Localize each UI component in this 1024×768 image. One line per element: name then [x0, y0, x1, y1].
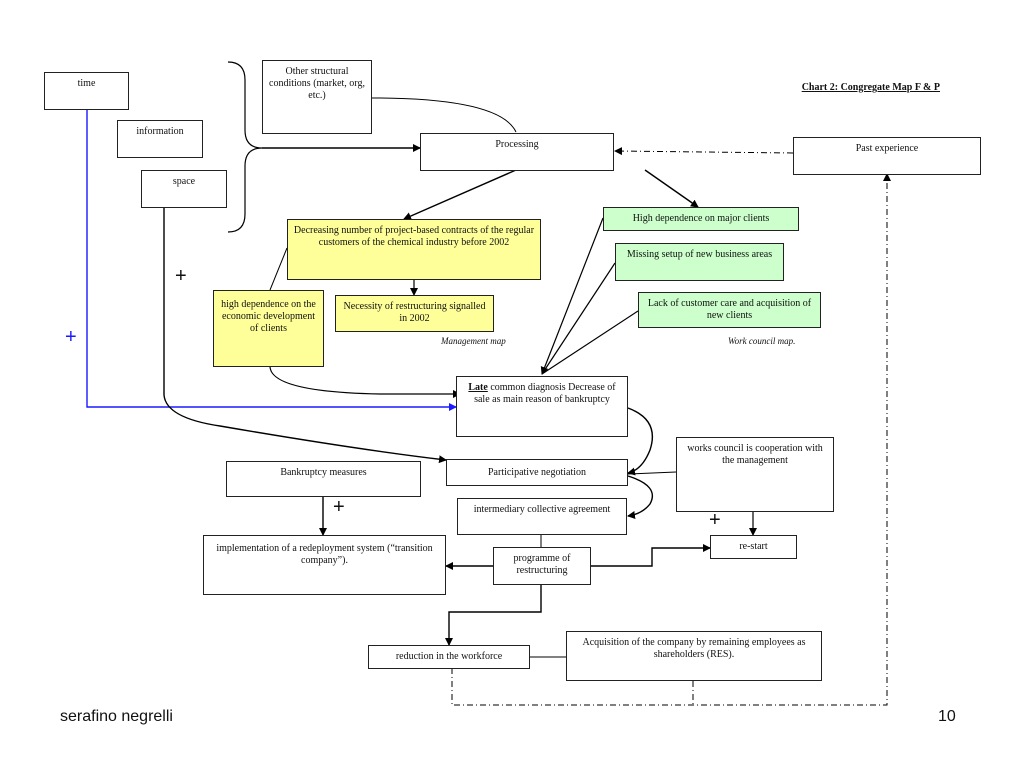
box-high-dependence-economic-label: high dependence on the economic developm…: [221, 299, 316, 334]
box-necessity-restructuring: Necessity of restructuring signalled in …: [335, 295, 494, 332]
box-implementation-label: implementation of a redeployment system …: [216, 543, 433, 566]
arrow-processing-to-decreasing: [403, 169, 517, 220]
box-reduction-workforce-label: reduction in the workforce: [395, 651, 503, 662]
box-missing-setup: Missing setup of new business areas: [615, 243, 784, 281]
box-missing-setup-label: Missing setup of new business areas: [626, 249, 773, 260]
box-participative-negotiation: Participative negotiation: [446, 459, 628, 486]
box-late-diagnosis-emphasis: Late: [468, 382, 488, 393]
box-intermediary-agreement: intermediary collective agreement: [457, 498, 627, 535]
arrow-late-to-participative: [627, 407, 654, 476]
box-works-council-label: works council is cooperation with the ma…: [687, 443, 823, 466]
box-processing-label: Processing: [495, 139, 539, 150]
box-acquisition-company: Acquisition of the company by remaining …: [566, 631, 822, 681]
box-past-experience: Past experience: [793, 137, 981, 175]
note-work-council-map: Work council map.: [728, 336, 796, 346]
box-lack-customer-care: Lack of customer care and acquisition of…: [638, 292, 821, 328]
arrow-past-experience-to-processing: [614, 147, 794, 156]
box-information-label: information: [136, 126, 184, 137]
arrow-economic-to-late-diagnosis: [269, 366, 461, 398]
box-high-dependence-economic: high dependence on the economic developm…: [213, 290, 324, 367]
box-processing: Processing: [420, 133, 614, 171]
line-customer-care-to-late: [541, 310, 639, 375]
plus-sign-restart: +: [709, 509, 721, 531]
box-other-structural: Other structural conditions (market, org…: [262, 60, 372, 134]
box-reduction-workforce: reduction in the workforce: [368, 645, 530, 669]
box-restart-label: re-start: [739, 541, 768, 552]
box-information: information: [117, 120, 203, 158]
line-other-structural-to-processing: [371, 97, 517, 133]
box-decreasing-contracts-label: Decreasing number of project-based contr…: [293, 225, 535, 248]
box-programme-restructuring-label: programme of restructuring: [513, 553, 571, 576]
box-past-experience-label: Past experience: [855, 143, 919, 154]
box-other-structural-label: Other structural conditions (market, org…: [269, 66, 365, 101]
arrow-programme-to-reduction: [445, 585, 542, 646]
footer-author: serafino negrelli: [60, 708, 173, 725]
box-space: space: [141, 170, 227, 208]
line-major-clients-to-late: [540, 217, 604, 375]
footer-page-number: 10: [938, 708, 956, 725]
arrow-processing-to-high-dependence-major: [644, 169, 699, 208]
box-high-dependence-major-label: High dependence on major clients: [632, 213, 770, 224]
plus-sign-space: +: [175, 265, 187, 287]
box-late-diagnosis-label: common diagnosis Decrease of sale as mai…: [474, 382, 616, 405]
box-restart: re-start: [710, 535, 797, 559]
box-programme-restructuring: programme of restructuring: [493, 547, 591, 585]
box-implementation: implementation of a redeployment system …: [203, 535, 446, 595]
box-decreasing-contracts: Decreasing number of project-based contr…: [287, 219, 541, 280]
arrow-space-to-participative: [163, 208, 447, 464]
dashdot-feedback-to-past-experience: [451, 173, 891, 706]
blue-connector-time-to-late: [86, 110, 457, 411]
note-management-map: Management map: [441, 336, 506, 346]
box-intermediary-agreement-label: intermediary collective agreement: [473, 504, 611, 515]
box-bankruptcy-measures: Bankruptcy measures: [226, 461, 421, 497]
box-late-diagnosis: Late common diagnosis Decrease of sale a…: [456, 376, 628, 437]
grouping-brace: [227, 61, 263, 233]
plus-sign-bankruptcy: +: [333, 496, 345, 518]
arrow-participative-to-intermediary: [627, 475, 654, 519]
box-works-council: works council is cooperation with the ma…: [676, 437, 834, 512]
line-works-council-to-participative: [627, 471, 677, 475]
box-time: time: [44, 72, 129, 110]
box-necessity-restructuring-label: Necessity of restructuring signalled in …: [343, 301, 486, 324]
box-participative-negotiation-label: Participative negotiation: [487, 467, 587, 478]
box-time-label: time: [77, 78, 96, 89]
chart-title: Chart 2: Congregate Map F & P: [801, 82, 940, 93]
box-acquisition-company-label: Acquisition of the company by remaining …: [582, 637, 806, 660]
box-space-label: space: [172, 176, 196, 187]
box-high-dependence-major: High dependence on major clients: [603, 207, 799, 231]
plus-sign-time: +: [65, 326, 77, 348]
line-decreasing-to-economic: [269, 247, 288, 291]
box-lack-customer-care-label: Lack of customer care and acquisition of…: [647, 298, 812, 321]
arrow-programme-to-restart: [591, 544, 711, 567]
line-missing-setup-to-late: [541, 262, 616, 375]
box-bankruptcy-measures-label: Bankruptcy measures: [280, 467, 367, 478]
